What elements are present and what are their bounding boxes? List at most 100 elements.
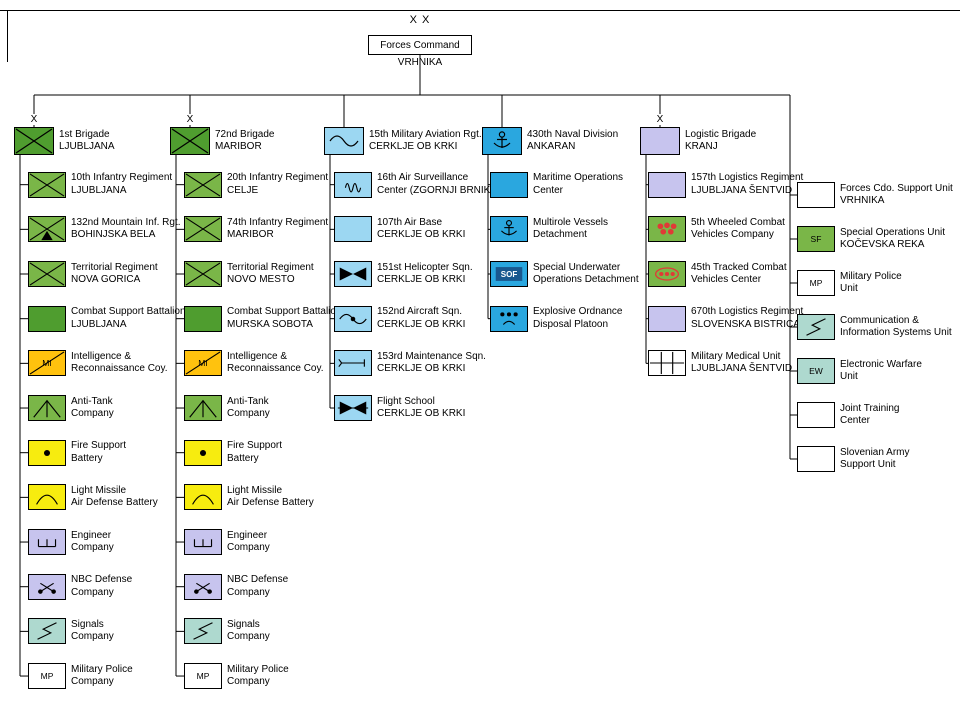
unit-label: 153rd Maintenance Sqn.CERKLJE OB KRKI <box>377 351 486 376</box>
unit-name: Explosive Ordnance <box>533 306 623 318</box>
unit-location: Center (ZGORNJI BRNIK) <box>377 184 494 196</box>
unit-location: Unit <box>840 283 858 294</box>
unit-name: 16th Air Surveillance <box>377 172 469 184</box>
root-echelon-mark: X X <box>409 14 431 26</box>
unit-location: LJUBLJANA <box>71 184 127 196</box>
unit-location: Battery <box>71 452 103 464</box>
unit-name: Logistic Brigade <box>685 128 757 140</box>
infantry-symbol-icon <box>170 127 210 155</box>
svg-text:MI: MI <box>198 358 207 368</box>
unit-label: Intelligence &Reconnaissance Coy. <box>227 351 324 376</box>
unit-location: CERKLJE OB KRKI <box>377 318 466 330</box>
unit-location: Air Defense Battery <box>227 497 314 509</box>
unit-name: Special Underwater <box>533 261 621 273</box>
unit-name: Fire Support <box>227 440 283 452</box>
unit-15th-military-aviation-rgt: 15th Military Aviation Rgt.CERKLJE OB KR… <box>324 127 482 155</box>
sf-symbol-icon: SF <box>797 226 835 252</box>
unit-name: 152nd Aircraft Sqn. <box>377 306 463 318</box>
unit-label: Communication &Information Systems Unit <box>840 315 952 340</box>
mp-symbol-icon: MP <box>797 270 835 296</box>
unit-location: Company <box>227 586 270 598</box>
unit-location: NOVO MESTO <box>227 274 295 285</box>
unit-location: VRHNIKA <box>840 195 885 206</box>
echelon-mark: X <box>184 114 196 125</box>
mp-symbol-icon: MP <box>184 663 222 690</box>
unit-location: Company <box>71 542 114 554</box>
unit-location: Company <box>71 631 114 643</box>
unit-label: 152nd Aircraft Sqn.CERKLJE OB KRKI <box>377 306 465 331</box>
unit-location: BOHINJSKA BELA <box>71 229 156 241</box>
unit-location: Company <box>71 408 114 420</box>
unit-name: 5th Wheeled Combat <box>691 216 785 228</box>
unit-name: 20th Infantry Regiment <box>227 172 329 184</box>
unit-location: Air Defense Battery <box>71 497 158 509</box>
antitank-symbol-icon <box>28 395 66 422</box>
unit-name: 151st Helicopter Sqn. <box>377 261 473 273</box>
mountain-symbol-icon <box>28 216 66 243</box>
unit-location: Company <box>227 408 270 420</box>
infantry-symbol-icon <box>28 261 66 287</box>
plain-symbol-icon <box>184 305 222 332</box>
unit-name: Light Missile <box>71 484 127 496</box>
dot-symbol-icon <box>184 439 222 466</box>
wheels-symbol-icon <box>648 216 686 243</box>
unit-location: MARIBOR <box>215 141 262 152</box>
unit-location: LJUBLJANA ŠENTVID <box>691 363 793 375</box>
sof-symbol-icon: SOF <box>490 261 528 287</box>
unit-name: Combat Support Battalion <box>71 306 186 318</box>
unit-name: Engineer <box>71 529 112 541</box>
unit-name: 153rd Maintenance Sqn. <box>377 350 486 362</box>
plain-symbol-icon <box>640 127 680 155</box>
unit-name: Electronic Warfare <box>840 358 922 370</box>
signals-symbol-icon <box>184 618 222 645</box>
unit-name: Flight School <box>377 395 435 407</box>
unit-location: Company <box>227 542 270 554</box>
airdef-symbol-icon <box>28 484 66 511</box>
svg-text:EW: EW <box>809 366 823 376</box>
root-command-box: Forces Command <box>368 35 472 55</box>
unit-name: Military Police <box>227 663 289 675</box>
plain-symbol-icon <box>797 402 835 428</box>
unit-name: 15th Military Aviation Rgt. <box>369 128 482 140</box>
unit-label: 151st Helicopter Sqn.CERKLJE OB KRKI <box>377 262 473 287</box>
plain-symbol-icon <box>28 305 66 332</box>
unit-name: Anti-Tank <box>227 395 269 407</box>
root-command-label: Forces Command <box>380 39 460 51</box>
svg-text:MP: MP <box>41 671 54 681</box>
unit-location: Company <box>71 586 114 598</box>
plain-symbol-icon <box>648 305 686 332</box>
nbc-symbol-icon <box>184 573 222 600</box>
unit-location: KRANJ <box>685 141 718 152</box>
unit-151st-helicopter-sqn: 151st Helicopter Sqn.CERKLJE OB KRKI <box>334 261 473 287</box>
plain-symbol-icon <box>334 216 372 243</box>
unit-name: Military Police <box>840 270 902 282</box>
unit-name: 74th Infantry Regiment <box>227 216 329 228</box>
unit-name: 157th Logistics Regiment <box>691 172 804 184</box>
unit-name: Anti-Tank <box>71 395 113 407</box>
